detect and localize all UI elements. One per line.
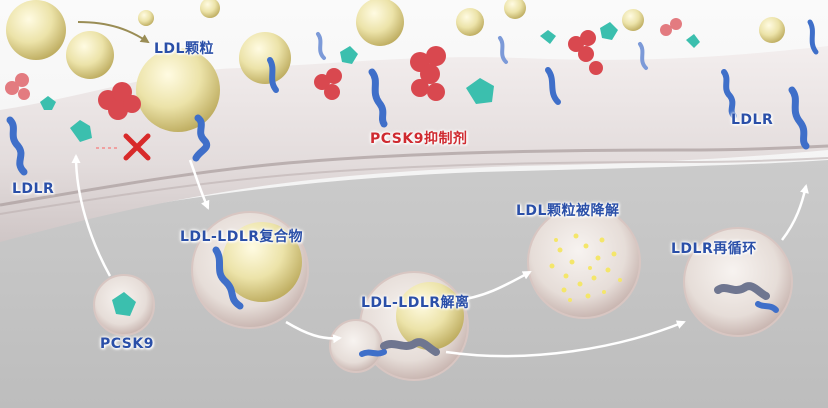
ldl-particle <box>456 8 484 36</box>
label-ldl-ldlr-dissociate: LDL-LDLR解离 <box>361 295 470 311</box>
ldlr-receptor <box>638 42 648 70</box>
pcsk9-protein <box>40 22 700 142</box>
ldl-particle <box>6 0 66 60</box>
dissociation-arrow <box>285 320 342 344</box>
label-ldl-particle: LDL颗粒 <box>154 41 214 57</box>
label-pcsk9-inhibitor: PCSK9抑制剂 <box>370 131 468 147</box>
label-pcsk9: PCSK9 <box>100 336 154 352</box>
pcsk9-inhibitor <box>314 68 342 100</box>
pcsk9-secretion-arrow <box>71 154 112 277</box>
ldl-particle <box>504 0 526 19</box>
ldl-particle <box>356 0 404 46</box>
ldl-particle <box>66 31 114 79</box>
pcsk9-inhibitor <box>5 18 682 100</box>
ldl-particle <box>239 32 291 84</box>
x-mark-icon <box>123 133 151 161</box>
ldlr-receptor <box>545 67 561 105</box>
ldl-particle <box>138 10 154 26</box>
ldlr-receptor <box>721 69 737 119</box>
endocytosis-arrow <box>188 159 210 210</box>
ldl-approach-arrow <box>77 21 150 44</box>
ldlr-receptor <box>788 86 810 150</box>
label-ldlr-recycle: LDLR再循环 <box>671 241 757 257</box>
ldlr-receptor <box>368 68 388 128</box>
degradation-arrow <box>455 270 532 302</box>
pcsk9-inhibitor <box>568 30 603 75</box>
recycle-to-vesicle-arrow <box>445 320 686 358</box>
label-ldlr-left: LDLR <box>12 181 55 197</box>
ldlr-receptor <box>498 36 508 64</box>
ldlr-receptor <box>267 57 279 93</box>
vesicle-degradation <box>527 205 641 319</box>
ldl-particle <box>622 9 644 31</box>
membrane-inner-layer <box>0 144 828 207</box>
ldlr-receptor <box>192 114 211 162</box>
label-ldlr-right: LDLR <box>731 112 774 128</box>
label-ldl-ldlr-complex: LDL-LDLR复合物 <box>180 229 304 245</box>
ldlr-receptor <box>807 19 819 55</box>
vesicle-pcsk9 <box>93 274 155 336</box>
vesicle-ldlr-recycle <box>683 227 793 337</box>
pcsk9-inhibitor <box>98 82 141 120</box>
ldlr-receptor <box>6 116 28 176</box>
membrane-inner-layer-2 <box>0 157 828 215</box>
ldl-particle-main <box>136 48 220 132</box>
vesicle-dissociation <box>329 271 469 381</box>
label-ldl-degraded: LDL颗粒被降解 <box>516 203 620 219</box>
recycle-to-membrane-arrow <box>781 184 809 241</box>
ldl-particle <box>200 0 220 18</box>
vesicle-ldl-ldlr-complex <box>191 211 309 329</box>
pcsk9-inhibitor <box>410 46 446 101</box>
ldl-particle <box>759 17 785 43</box>
ldlr-receptor <box>316 32 326 60</box>
